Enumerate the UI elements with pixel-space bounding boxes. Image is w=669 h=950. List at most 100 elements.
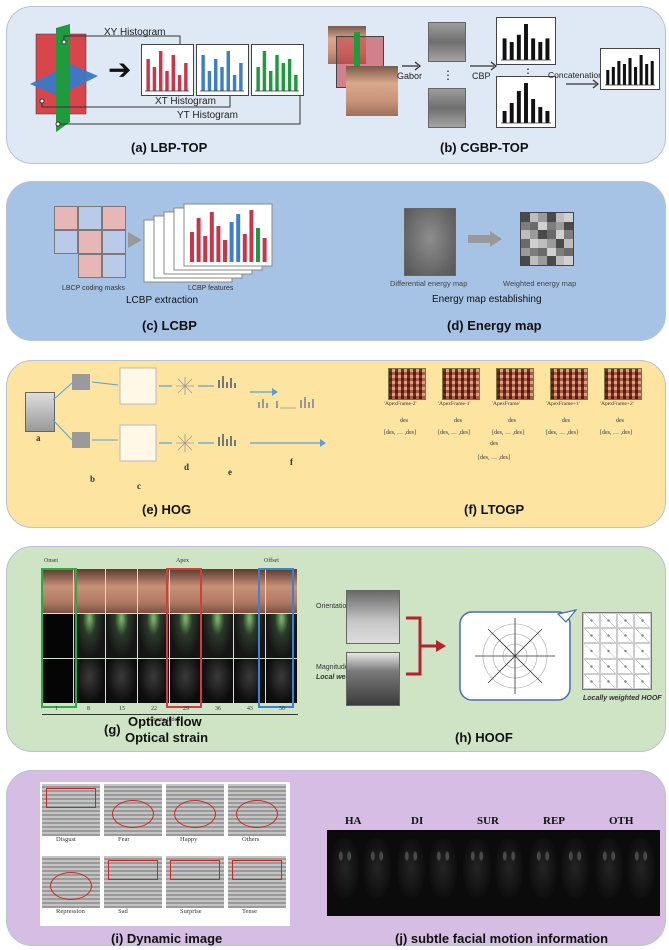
energy-cell [538, 213, 547, 222]
face-frame [74, 569, 105, 613]
ltogp-frame-image [604, 368, 642, 400]
des-label: des [490, 441, 498, 447]
energy-arrowhead [490, 231, 502, 247]
yt-histogram-box [251, 44, 304, 96]
hoof-cell [617, 628, 634, 644]
histogram-bar [287, 59, 292, 91]
cbp-histogram-bottom-box [496, 76, 556, 128]
yt-histogram [255, 51, 299, 92]
lcbp-extraction-label: LCBP extraction [126, 295, 199, 306]
feature-bar [256, 228, 260, 262]
histogram-bar [146, 59, 150, 91]
energy-cell [555, 256, 565, 265]
histogram-bar [158, 51, 163, 91]
energy-cell [555, 238, 565, 248]
feature-bar [262, 238, 267, 262]
hoof-cell [600, 658, 617, 674]
motion-face [627, 838, 655, 898]
ltogp-des-label: des [616, 418, 624, 424]
hoof-cell [617, 673, 634, 689]
hoof-cell [634, 643, 651, 659]
histogram-bar [256, 67, 260, 91]
histogram-bar [516, 91, 521, 123]
energy-establishing-label: Energy map establishing [432, 294, 542, 305]
lcbp-arrow [128, 232, 142, 248]
caption-optical-flow: Optical flow [128, 714, 202, 729]
ltogp-frame-label: 'ApexFrame' [492, 401, 520, 407]
caption-cgbp-top: (b) CGBP-TOP [440, 140, 529, 155]
histogram-bar [634, 67, 638, 85]
motion-face [529, 838, 557, 898]
caption-optical-letter: (g) [104, 722, 121, 737]
feature-bar [216, 226, 221, 262]
motion-faces-strip [327, 830, 660, 916]
cbp-histogram-top-box [496, 17, 556, 65]
ltogp-frame-image [388, 368, 426, 400]
caption-dynamic-image: (i) Dynamic image [111, 931, 223, 946]
xy-histogram [145, 51, 189, 92]
face-frame [106, 569, 137, 613]
ltogp-des-label: des [562, 418, 570, 424]
xt-histogram [200, 51, 244, 92]
ltogp-des-list: [des, … ,des] [600, 430, 632, 436]
gabor-image-bottom [428, 88, 466, 128]
offset-label: Offset [264, 558, 279, 564]
differential-energy-label: Differential energy map [390, 279, 468, 288]
emotion-label: Fear [118, 836, 130, 843]
hoof-bracket [406, 616, 446, 676]
concatenation-label: Concatenation [548, 70, 603, 80]
ltogp-des-list: [des, … ,des] [384, 430, 416, 436]
ltogp-frames: 'ApexFrame-2'des[des, … ,des]'ApexFrame-… [384, 368, 654, 468]
hog-letter-c: c [137, 481, 141, 491]
histogram-bar [645, 64, 649, 85]
energy-cell [547, 256, 556, 265]
ltogp-des-label: des [400, 418, 408, 424]
offset-frame-outline [258, 568, 294, 708]
feature-bar [203, 236, 208, 262]
frame-number: 1 [55, 706, 58, 712]
cgbp-green-plane [354, 32, 360, 94]
frame-number: 22 [151, 706, 157, 712]
energy-cell [564, 238, 573, 248]
hoof-cell [583, 658, 600, 674]
energy-cell [564, 221, 573, 231]
emotion-label: Tense [242, 908, 258, 915]
ltogp-des-center: des [490, 441, 498, 447]
dynamic-image-tile [228, 856, 286, 908]
energy-cell [529, 247, 539, 257]
motion-class-label: SUR [477, 815, 500, 827]
energy-cell [521, 247, 530, 257]
energy-cell [555, 213, 565, 222]
histogram-bar [184, 63, 188, 91]
cbp-histogram-top [501, 24, 551, 61]
xy-histogram-box [141, 44, 194, 96]
ltogp-frame-image [496, 368, 534, 400]
emotion-label: Surprise [180, 908, 202, 915]
emotion-highlight [50, 872, 92, 900]
feature-bar [249, 210, 254, 262]
energy-cell [564, 230, 573, 239]
caption-motion-information: (j) subtle facial motion information [395, 931, 609, 946]
onset-frame-outline [41, 568, 77, 708]
des-label: des [500, 455, 508, 461]
energy-cell [521, 230, 530, 239]
energy-cell [547, 247, 556, 257]
hog-letter-a: a [36, 433, 41, 443]
motion-face [463, 838, 491, 898]
histogram-bar [294, 75, 298, 91]
histogram-bar [232, 75, 237, 91]
hoof-cell [634, 673, 651, 689]
feature-bar [229, 222, 234, 262]
energy-cell [521, 256, 530, 265]
frame-number: 29 [183, 706, 189, 712]
hoof-cell [583, 673, 600, 689]
cbp-label: CBP [472, 71, 491, 81]
frame-number: 43 [247, 706, 253, 712]
gabor-image-top [428, 22, 466, 62]
emotion-label: Repression [56, 908, 85, 915]
weighted-energy-label: Weighted energy map [503, 279, 577, 288]
xt-histogram-box [196, 44, 249, 96]
energy-cell [564, 213, 573, 222]
energy-cell [555, 230, 565, 239]
